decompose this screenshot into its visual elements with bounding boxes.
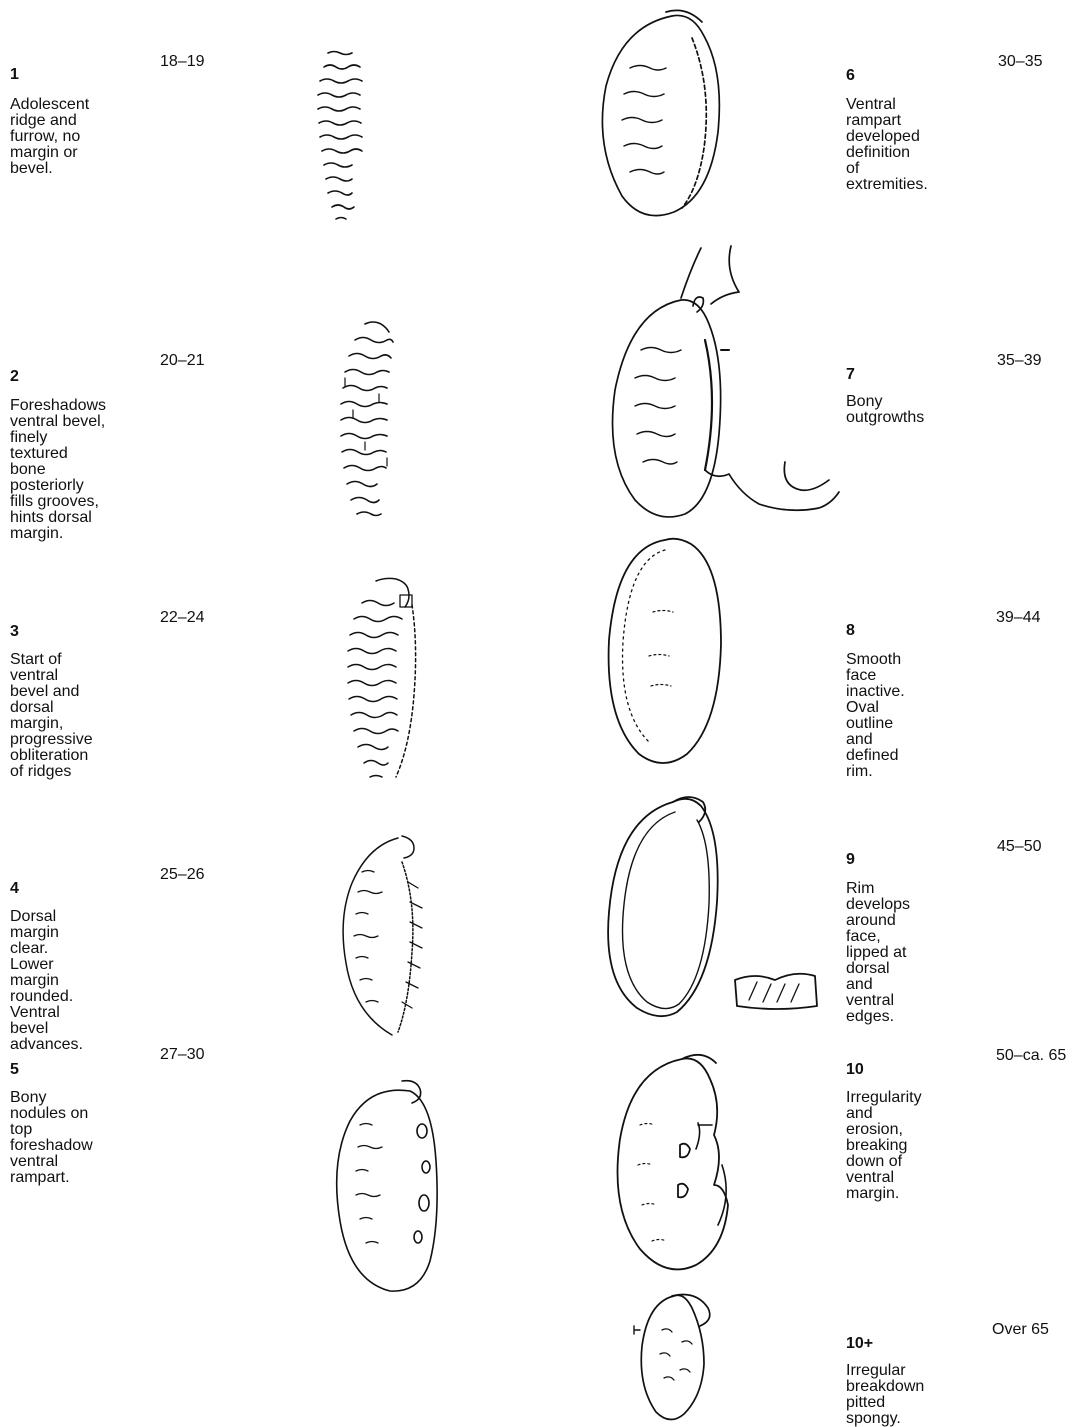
phase-10plus-age: Over 65 bbox=[992, 1321, 1049, 1339]
phase-6-age: 30–35 bbox=[998, 53, 1043, 71]
phase-6-symphysis-drawing bbox=[596, 8, 726, 223]
phase-2-symphysis-drawing bbox=[335, 318, 405, 523]
phase-2-description: Foreshadows ventral bevel, finely textur… bbox=[10, 398, 106, 542]
phase-3-symphysis-drawing bbox=[340, 575, 425, 785]
phase-9-description: Rim develops around face, lipped at dors… bbox=[846, 881, 910, 1025]
phase-10-description: Irregularity and erosion, breaking down … bbox=[846, 1090, 922, 1202]
phase-5-description: Bony nodules on top foreshadow ventral r… bbox=[10, 1090, 93, 1186]
phase-9-symphysis-drawing bbox=[603, 792, 833, 1022]
phase-9-age: 45–50 bbox=[997, 838, 1042, 856]
phase-1-description: Adolescent ridge and furrow, no margin o… bbox=[10, 97, 89, 177]
phase-10-number: 10 bbox=[846, 1061, 864, 1079]
phase-3-description: Start of ventral bevel and dorsal margin… bbox=[10, 652, 93, 780]
phase-10-age: 50–ca. 65 bbox=[996, 1047, 1066, 1065]
phase-8-symphysis-drawing bbox=[603, 536, 728, 766]
phase-8-number: 8 bbox=[846, 622, 855, 640]
phase-7-number: 7 bbox=[846, 366, 855, 384]
phase-5-age: 27–30 bbox=[160, 1046, 205, 1064]
phase-5-number: 5 bbox=[10, 1061, 19, 1079]
phase-4-description: Dorsal margin clear. Lower margin rounde… bbox=[10, 909, 83, 1053]
phase-8-age: 39–44 bbox=[996, 609, 1041, 627]
phase-6-number: 6 bbox=[846, 67, 855, 85]
phase-8-description: Smooth face inactive. Oval outline and d… bbox=[846, 652, 905, 780]
phase-3-age: 22–24 bbox=[160, 609, 205, 627]
phase-10plus-description: Irregular breakdown pitted spongy. bbox=[846, 1363, 924, 1427]
phase-10-symphysis-drawing bbox=[612, 1045, 742, 1285]
phase-2-number: 2 bbox=[10, 368, 19, 386]
phase-5-symphysis-drawing bbox=[330, 1075, 450, 1295]
phase-4-symphysis-drawing bbox=[332, 832, 442, 1042]
phase-4-age: 25–26 bbox=[160, 866, 205, 884]
phase-10plus-symphysis-drawing bbox=[632, 1290, 722, 1425]
phase-6-description: Ventral rampart developed definition of … bbox=[846, 97, 928, 193]
phase-2-age: 20–21 bbox=[160, 352, 205, 370]
phase-10plus-number: 10+ bbox=[846, 1335, 873, 1353]
phase-7-age: 35–39 bbox=[997, 352, 1042, 370]
phase-1-age: 18–19 bbox=[160, 53, 205, 71]
phase-7-description: Bony outgrowths bbox=[846, 394, 924, 426]
phase-1-symphysis-drawing bbox=[310, 45, 380, 225]
phase-7-symphysis-drawing bbox=[605, 240, 845, 530]
phase-4-number: 4 bbox=[10, 880, 19, 898]
phase-9-number: 9 bbox=[846, 851, 855, 869]
phase-3-number: 3 bbox=[10, 623, 19, 641]
phase-1-number: 1 bbox=[10, 66, 19, 84]
